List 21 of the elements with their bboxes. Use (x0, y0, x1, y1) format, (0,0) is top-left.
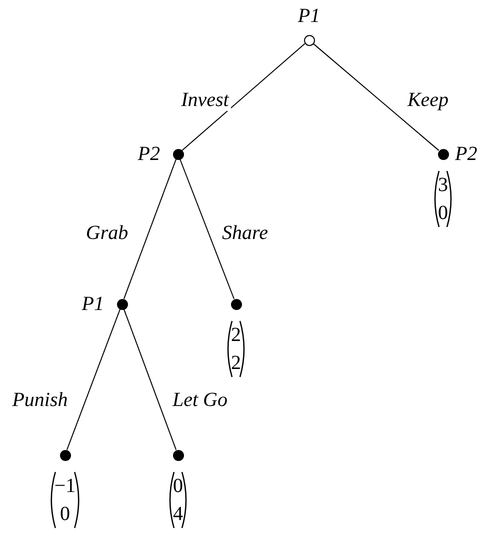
decision-node (116, 298, 128, 310)
open-decision-node (304, 34, 314, 46)
decision-node (172, 450, 184, 460)
tree-branch (312, 43, 440, 151)
payoff-vector: 3 0 (438, 173, 448, 226)
decision-node (172, 148, 184, 160)
decision-node (230, 298, 242, 310)
tree-branch (123, 308, 177, 450)
player-label: P2 (455, 144, 478, 164)
player-label: P1 (298, 6, 320, 26)
payoff-vector: 2 2 (231, 323, 241, 376)
payoff-vector: −1 0 (54, 474, 76, 527)
tree-branch (182, 43, 306, 151)
tree-branch (66, 308, 121, 450)
tree-branch (179, 158, 235, 300)
payoff-vector: 0 4 (173, 474, 183, 527)
player-label: P1 (82, 294, 104, 314)
decision-node (438, 148, 448, 160)
player-label: P2 (138, 144, 160, 164)
tree-branch (123, 158, 177, 300)
decision-node (60, 450, 70, 460)
